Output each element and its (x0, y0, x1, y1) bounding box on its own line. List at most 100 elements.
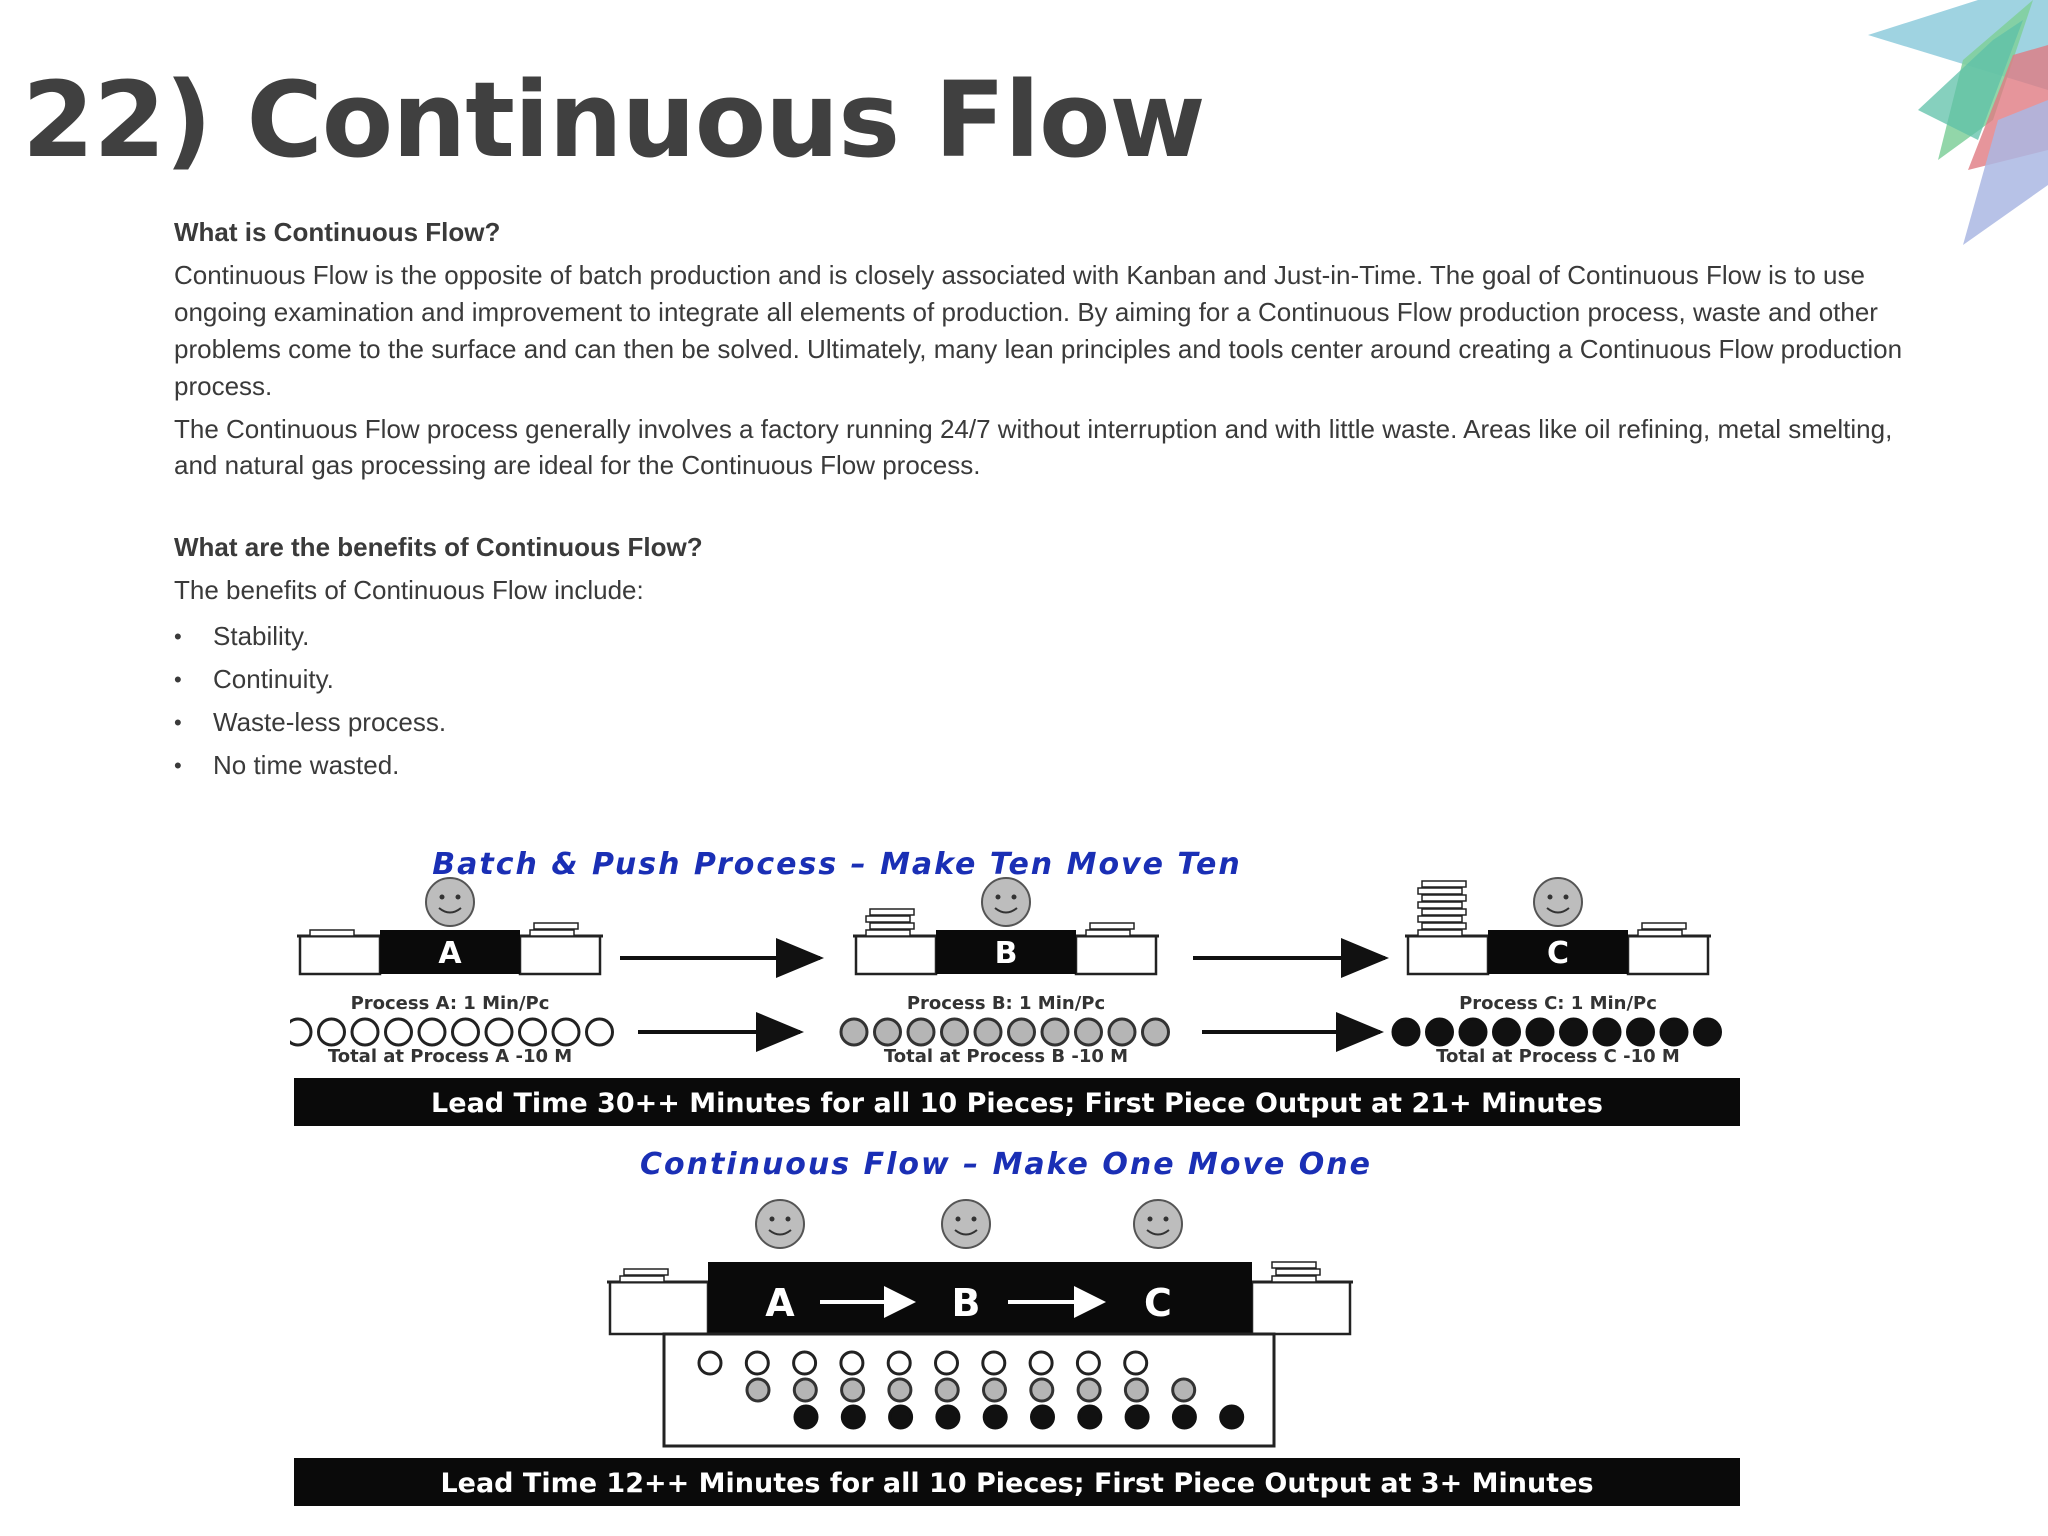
work-piece (982, 1377, 1007, 1403)
page-title: 22) Continuous Flow (22, 59, 1206, 181)
parts-bin-icon (853, 934, 939, 976)
work-piece (982, 1404, 1008, 1430)
parts-bin-icon (297, 934, 383, 976)
work-piece (934, 1377, 960, 1403)
work-piece (839, 1350, 865, 1376)
work-piece (1028, 1350, 1054, 1376)
section-heading-benefits: What are the benefits of Continuous Flow… (174, 532, 703, 562)
work-piece (451, 1017, 480, 1047)
station-rate-label: Process B: 1 Min/Pc (907, 993, 1105, 1014)
stacked-parts-icon (1271, 1261, 1321, 1283)
stacked-parts-icon (529, 922, 579, 937)
work-piece (1030, 1404, 1055, 1430)
benefits-intro: The benefits of Continuous Flow include: (174, 575, 644, 605)
work-piece (1391, 1017, 1421, 1047)
paragraph-applications: The Continuous Flow process generally in… (174, 414, 1893, 480)
work-piece (873, 1017, 902, 1047)
station-letter: A (438, 936, 462, 971)
work-piece (1141, 1017, 1170, 1047)
paragraph-definition: Continuous Flow is the opposite of batch… (174, 260, 1903, 401)
list-item: Stability. (174, 615, 1914, 658)
work-piece (840, 1377, 866, 1403)
work-piece (551, 1017, 581, 1047)
section-heading-what: What is Continuous Flow? (174, 217, 501, 247)
work-piece (1123, 1377, 1149, 1403)
station-total-label: Total at Process A -10 M (328, 1046, 572, 1067)
work-piece (1076, 1377, 1102, 1403)
parts-bin-icon (607, 1280, 711, 1336)
parts-bin-icon (1249, 1280, 1353, 1336)
list-item: Waste-less process. (174, 701, 1914, 744)
work-piece (1592, 1017, 1622, 1047)
operator-face-icon (425, 877, 475, 927)
work-piece (906, 1017, 936, 1047)
work-piece (1219, 1404, 1245, 1430)
work-piece (1123, 1350, 1149, 1376)
work-piece (981, 1350, 1007, 1376)
work-piece (1693, 1017, 1722, 1047)
parts-bin-icon (1625, 934, 1711, 976)
work-piece (1077, 1404, 1103, 1430)
machine-block (1488, 930, 1628, 974)
work-piece (1458, 1017, 1488, 1047)
work-piece (888, 1404, 914, 1430)
work-piece (585, 1017, 614, 1047)
flow-lead-time-text: Lead Time 12++ Minutes for all 10 Pieces… (440, 1468, 1593, 1499)
operator-face-icon (755, 1199, 805, 1249)
station-letter: C (1547, 936, 1569, 971)
station-total-label: Total at Process C -10 M (1436, 1046, 1680, 1067)
machine-block (380, 930, 520, 974)
operator-face-icon (1133, 1199, 1183, 1249)
work-piece (1425, 1017, 1454, 1047)
parts-bin-icon (1073, 934, 1159, 976)
batch-lead-time-bar (294, 1078, 1740, 1126)
cell-letter-b: B (952, 1281, 981, 1325)
slide-body: What is Continuous Flow? Continuous Flow… (174, 214, 1914, 787)
station-total-label: Total at Process B -10 M (884, 1046, 1128, 1067)
batch-lead-time-text: Lead Time 30++ Minutes for all 10 Pieces… (431, 1088, 1603, 1119)
work-cell-block (708, 1262, 1252, 1342)
work-piece (1007, 1017, 1036, 1047)
parts-bin-icon (517, 934, 603, 976)
work-piece (1659, 1017, 1689, 1047)
work-piece (1525, 1017, 1555, 1047)
operator-face-icon (981, 877, 1031, 927)
list-item: No time wasted. (174, 744, 1914, 787)
work-piece (1492, 1017, 1521, 1047)
machine-block (936, 930, 1076, 974)
work-piece (1040, 1017, 1070, 1047)
work-piece (1124, 1404, 1150, 1430)
work-piece (317, 1017, 346, 1047)
batch-process-title: Batch & Push Process – Make Ten Move Ten (432, 847, 1241, 882)
work-piece (887, 1377, 913, 1403)
work-piece (934, 1350, 959, 1376)
benefits-list: Stability. Continuity. Waste-less proces… (174, 615, 1914, 787)
work-piece (745, 1377, 771, 1403)
work-piece (1029, 1377, 1055, 1403)
work-piece (935, 1404, 961, 1430)
operator-face-icon (941, 1199, 991, 1249)
work-piece (792, 1377, 818, 1403)
work-piece (1171, 1404, 1197, 1430)
flow-comparison-diagram: Batch & Push Process – Make Ten Move Ten… (290, 840, 1746, 1512)
stacked-parts-icon (865, 908, 915, 937)
parts-bin-icon (1405, 934, 1491, 976)
work-piece (417, 1017, 447, 1047)
work-piece (1107, 1017, 1137, 1047)
work-piece (484, 1017, 514, 1047)
stacked-parts-icon (1085, 922, 1135, 937)
work-piece (1074, 1017, 1103, 1047)
work-piece (1171, 1377, 1197, 1403)
stacked-parts-icon (309, 929, 355, 937)
work-piece (973, 1017, 1003, 1047)
cell-letter-a: A (765, 1281, 795, 1325)
station-rate-label: Process A: 1 Min/Pc (351, 993, 550, 1014)
stacked-parts-icon (1417, 880, 1467, 937)
work-piece (1559, 1017, 1588, 1047)
work-piece (384, 1017, 413, 1047)
list-item: Continuity. (174, 658, 1914, 701)
work-piece (697, 1350, 723, 1376)
